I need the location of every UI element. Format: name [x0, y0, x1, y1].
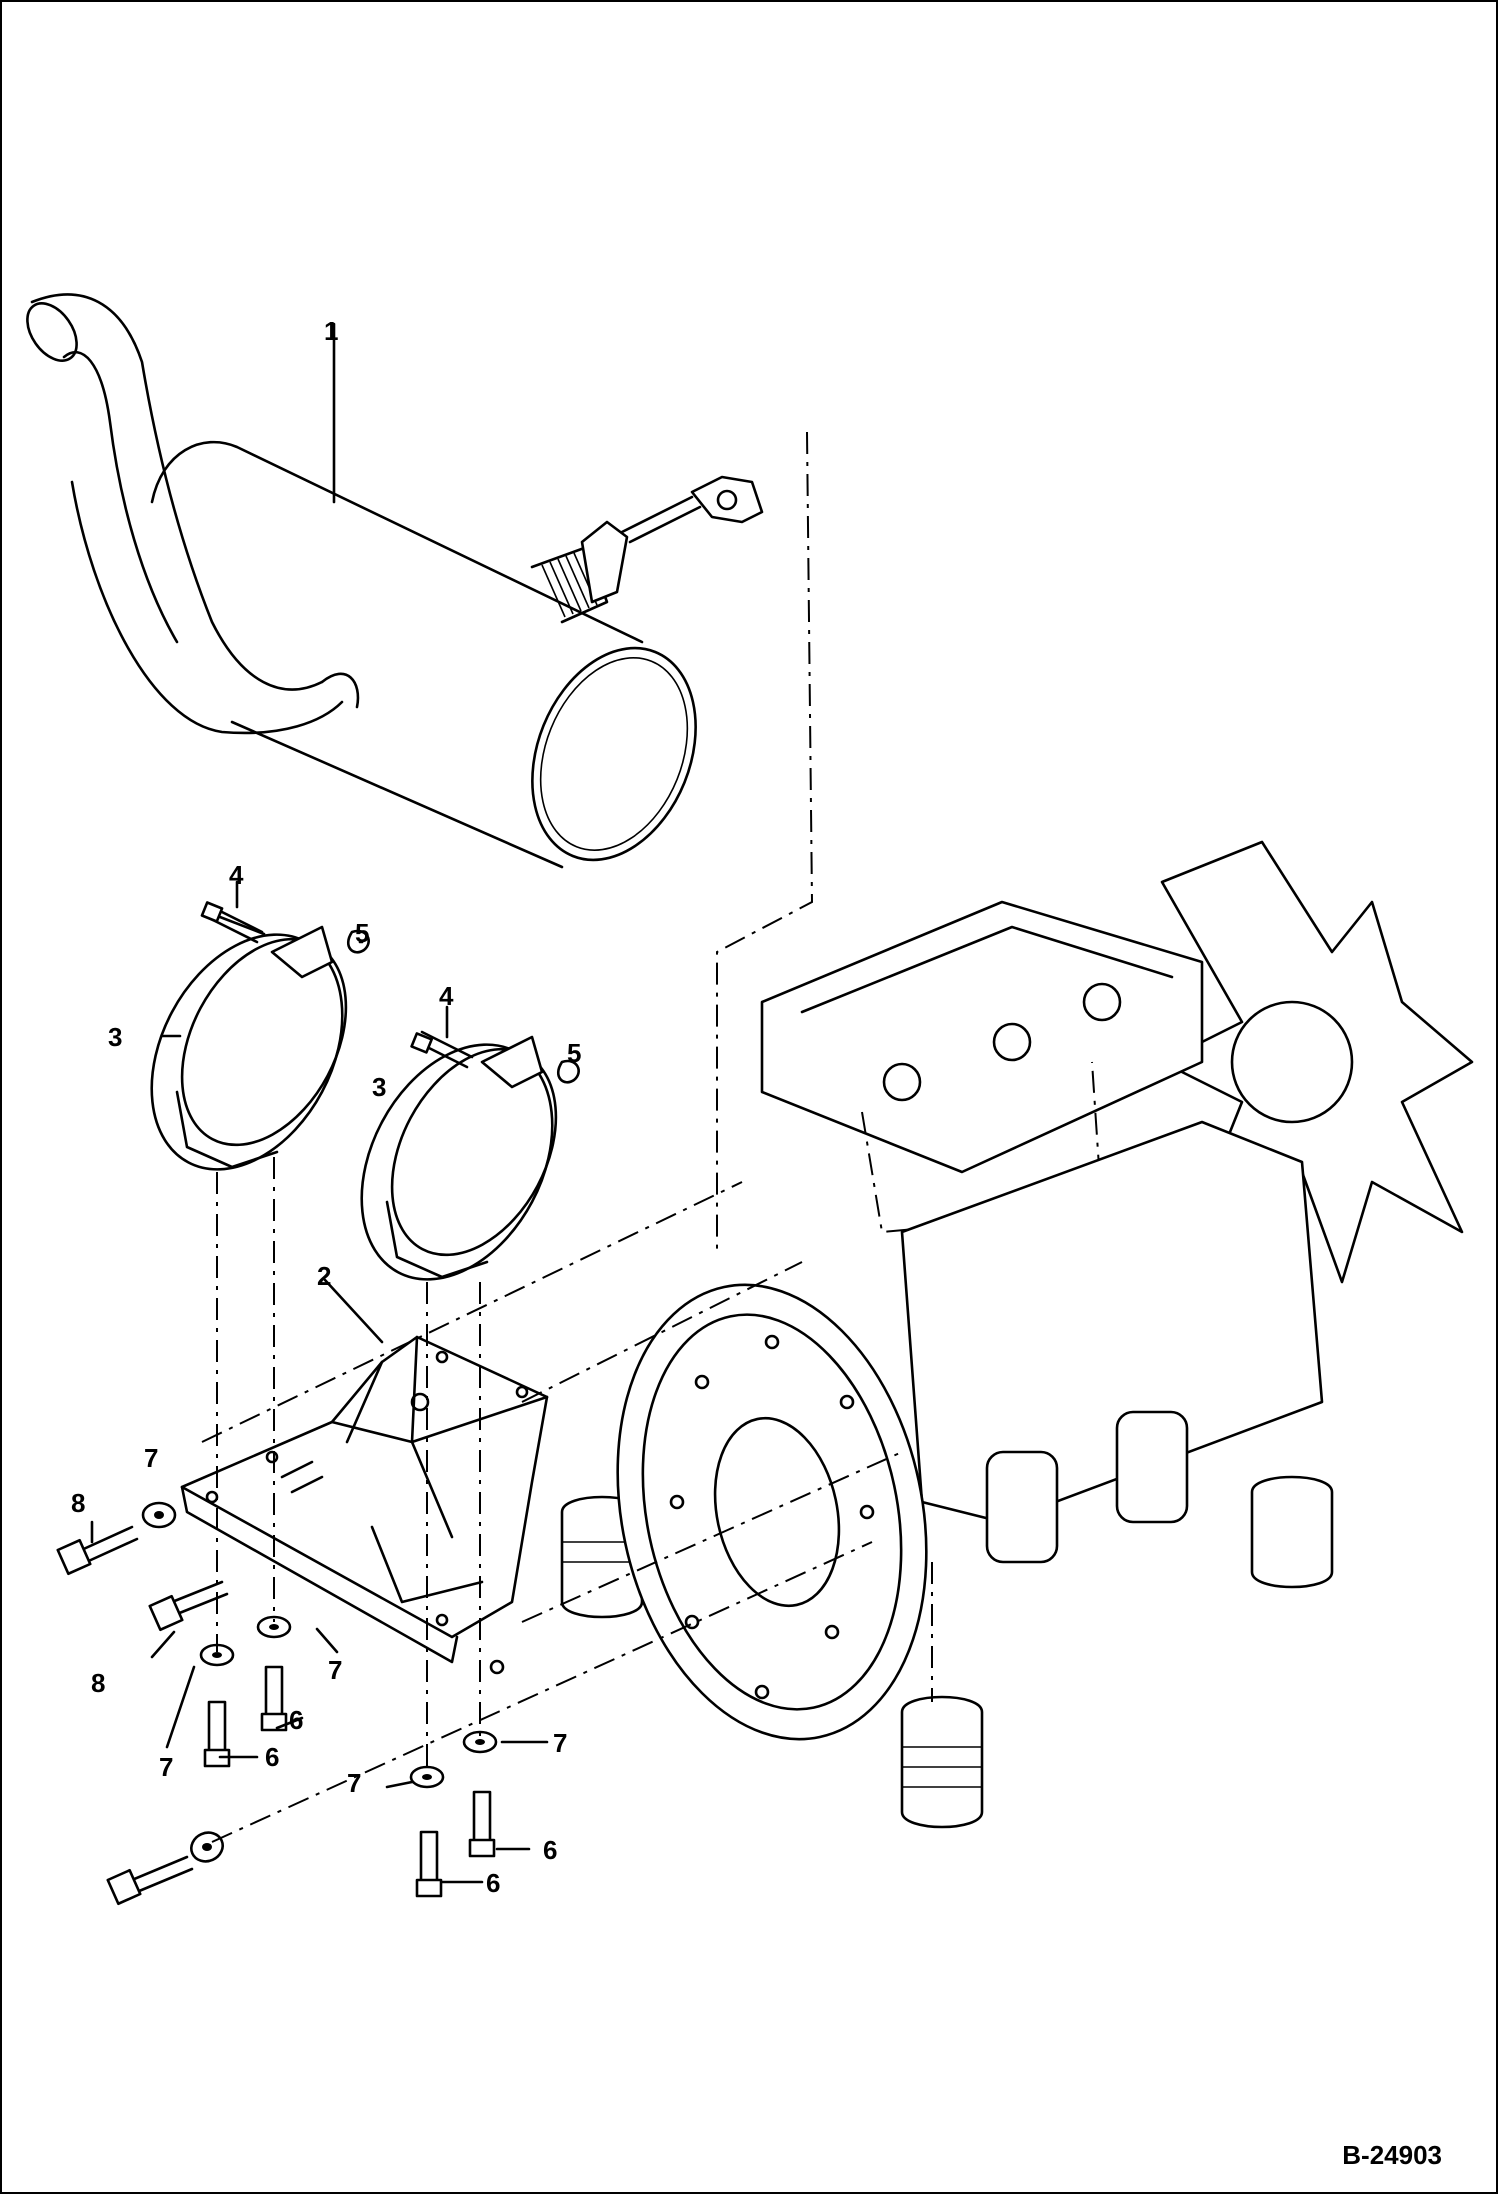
muffler — [26, 293, 764, 869]
callout-7-d: 7 — [553, 1728, 567, 1758]
callout-8-b: 8 — [91, 1668, 105, 1698]
callout-3-left: 3 — [108, 1022, 122, 1052]
callout-6-a: 6 — [289, 1705, 303, 1735]
callout-3-right: 3 — [372, 1072, 386, 1102]
alignment-lines — [201, 431, 933, 1843]
hardware — [56, 901, 498, 1906]
callout-6-d: 6 — [486, 1868, 500, 1898]
drawing-reference-number: B-24903 — [1342, 2140, 1442, 2170]
clamp-band-right — [360, 1030, 580, 1281]
callout-6-c: 6 — [543, 1835, 557, 1865]
leader-lines — [90, 322, 549, 1884]
muffler-bracket — [180, 1335, 549, 1675]
clamp-band-left — [150, 905, 370, 1171]
callout-6-b: 6 — [265, 1742, 279, 1772]
callout-5-left: 5 — [355, 918, 369, 948]
callout-7-a: 7 — [144, 1443, 158, 1473]
callout-7-c: 7 — [159, 1752, 173, 1782]
callout-5-right: 5 — [567, 1038, 581, 1068]
engine — [560, 840, 1474, 1829]
callout-7-e: 7 — [347, 1768, 361, 1798]
callout-2: 2 — [317, 1261, 331, 1291]
callout-7-b: 7 — [328, 1655, 342, 1685]
callout-8-a: 8 — [71, 1488, 85, 1518]
callout-4-right: 4 — [439, 981, 454, 1011]
callout-4-left: 4 — [229, 860, 244, 890]
callout-1: 1 — [324, 316, 338, 346]
